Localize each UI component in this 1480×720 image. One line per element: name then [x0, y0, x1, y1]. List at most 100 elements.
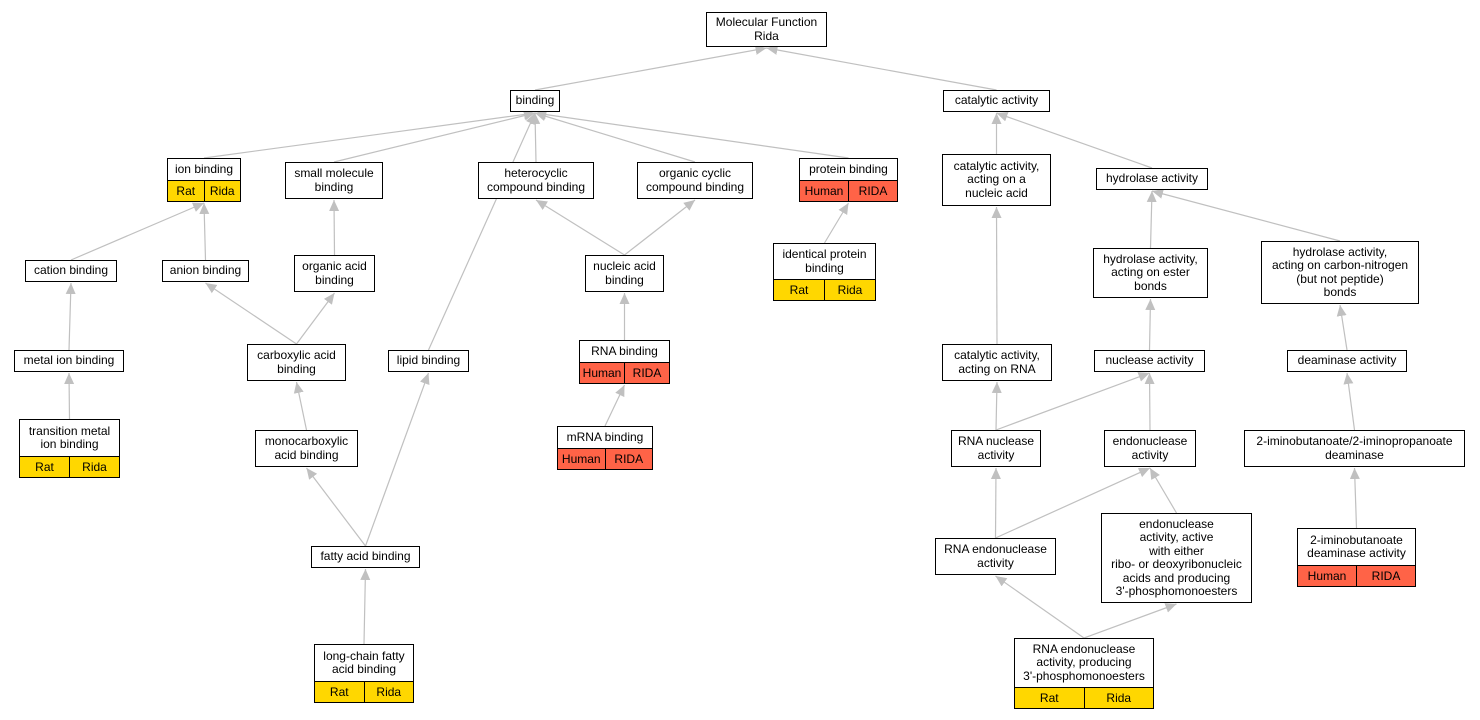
node-orgcyclic[interactable]: organic cyclic compound binding	[637, 162, 753, 199]
node-monocarb[interactable]: monocarboxylic acid binding	[255, 430, 358, 467]
node-orgacid[interactable]: organic acid binding	[294, 255, 375, 292]
node-label: ion binding	[174, 161, 234, 176]
node-catrna[interactable]: catalytic activity, acting on RNA	[942, 344, 1052, 381]
edge-monocarb-to-carboxylic	[293, 381, 308, 431]
annotation-rat: Rat	[20, 457, 69, 477]
node-label: long-chain fatty acid binding	[323, 648, 405, 676]
node-deaminase[interactable]: deaminase activity	[1287, 350, 1407, 372]
annotation-rat: Rida	[1083, 688, 1153, 708]
edge-ion-to-binding	[203, 109, 536, 159]
node-cation[interactable]: cation binding	[25, 260, 117, 282]
node-heterocyclic[interactable]: heterocyclic compound binding	[478, 162, 594, 199]
node-rnanuc[interactable]: RNA nuclease activity	[951, 430, 1041, 467]
node-label: endonuclease activity, active with eithe…	[1111, 516, 1242, 598]
node-label: organic cyclic compound binding	[645, 166, 745, 194]
annotation-human: Human	[800, 181, 848, 201]
edge-catrna-to-catnuc	[991, 206, 1002, 345]
node-rnaendo3[interactable]: RNA endonuclease activity, producing 3'-…	[1014, 638, 1154, 709]
edge-carboxylic-to-orgacid	[296, 292, 335, 345]
edge-protein-to-binding	[534, 109, 849, 159]
edge-fatty-to-monocarb	[306, 467, 366, 547]
node-label: RNA endonuclease activity	[944, 542, 1047, 570]
node-label: catalytic activity	[954, 93, 1039, 108]
edge-deaminase-to-hydcn	[1336, 304, 1348, 351]
edge-fatty-to-lipid	[364, 372, 430, 547]
node-fatty[interactable]: fatty acid binding	[311, 546, 420, 568]
edge-hydester-to-hydrolase	[1146, 190, 1157, 249]
edge-lipid-to-binding	[427, 112, 536, 351]
annotation-rat: Rat	[1015, 688, 1084, 708]
node-label: transition metal ion binding	[28, 423, 111, 451]
annotation-human: RIDA	[624, 363, 669, 383]
annotation-rat: Rida	[69, 457, 119, 477]
edge-rnaendo3-to-endoactive	[1083, 603, 1177, 639]
node-label: catalytic activity, acting on RNA	[954, 348, 1040, 376]
node-binding[interactable]: binding	[510, 90, 560, 112]
node-hydcn[interactable]: hydrolase activity, acting on carbon-nit…	[1261, 241, 1419, 304]
node-label: binding	[515, 93, 555, 108]
node-iminodeam[interactable]: 2-iminobutanoate/2-iminopropanoate deami…	[1244, 430, 1465, 467]
edge-binding-to-mf	[534, 45, 767, 91]
edge-iminobut-to-iminodeam	[1349, 467, 1360, 529]
node-catalytic[interactable]: catalytic activity	[943, 90, 1050, 112]
node-rnaendo[interactable]: RNA endonuclease activity	[935, 538, 1056, 575]
node-label: RNA binding	[591, 343, 658, 358]
annotation-human: Human	[558, 449, 605, 469]
node-endoactive[interactable]: endonuclease activity, active with eithe…	[1101, 513, 1252, 603]
node-label: 2-iminobutanoate deaminase activity	[1307, 532, 1406, 560]
node-smallmol[interactable]: small molecule binding	[285, 162, 383, 199]
node-hydester[interactable]: hydrolase activity, acting on ester bond…	[1093, 248, 1208, 298]
node-anion[interactable]: anion binding	[162, 260, 249, 282]
node-mf[interactable]: Molecular Function Rida	[706, 12, 827, 47]
edge-rnaendo3-to-rnaendo	[995, 575, 1085, 639]
node-label: Molecular Function Rida	[715, 15, 818, 43]
edge-hydrolase-to-catalytic	[996, 111, 1153, 169]
edge-rnaendo-to-rnanuc	[990, 467, 1001, 539]
node-label: endonuclease activity	[1112, 434, 1188, 462]
node-catnuc[interactable]: catalytic activity, acting on a nucleic …	[942, 154, 1051, 206]
node-lipid[interactable]: lipid binding	[388, 350, 469, 372]
node-label: hydrolase activity	[1105, 171, 1199, 186]
node-metalion[interactable]: metal ion binding	[14, 350, 124, 372]
annotation-rat: Rat	[315, 682, 364, 702]
node-endonuc[interactable]: endonuclease activity	[1104, 430, 1196, 467]
edge-rnanuc-to-catrna	[991, 381, 1002, 431]
node-label: fatty acid binding	[320, 549, 411, 564]
edge-identical-to-protein	[823, 202, 850, 244]
node-nucacid[interactable]: nucleic acid binding	[585, 255, 664, 292]
edge-nucacid-to-orgcyclic	[624, 199, 696, 256]
edge-transmetal-to-metalion	[64, 372, 75, 420]
annotation-rat: Rat	[168, 181, 204, 201]
annotation-human: Human	[580, 363, 624, 383]
annotation-rat: Rida	[203, 181, 240, 201]
node-label: small molecule binding	[294, 166, 374, 194]
edge-nuclease-to-hydester	[1145, 298, 1156, 351]
node-nuclease[interactable]: nuclease activity	[1094, 350, 1205, 372]
edge-metalion-to-cation	[65, 282, 76, 351]
node-label: nuclease activity	[1105, 353, 1194, 368]
node-label: cation binding	[33, 263, 109, 278]
annotation-human: RIDA	[604, 449, 652, 469]
node-label: protein binding	[809, 161, 888, 176]
edge-rnaendo-to-endonuc	[995, 467, 1151, 539]
edge-endoactive-to-endonuc	[1149, 467, 1178, 514]
edge-longchain-to-fatty	[360, 568, 371, 645]
edge-layer	[64, 45, 1360, 645]
annotation-rat: Rida	[824, 280, 875, 300]
edge-anion-to-ion	[199, 202, 210, 261]
node-hydrolase[interactable]: hydrolase activity	[1096, 168, 1208, 190]
annotation-human: RIDA	[1356, 566, 1415, 586]
node-label: anion binding	[169, 263, 242, 278]
node-carboxylic[interactable]: carboxylic acid binding	[247, 344, 346, 381]
